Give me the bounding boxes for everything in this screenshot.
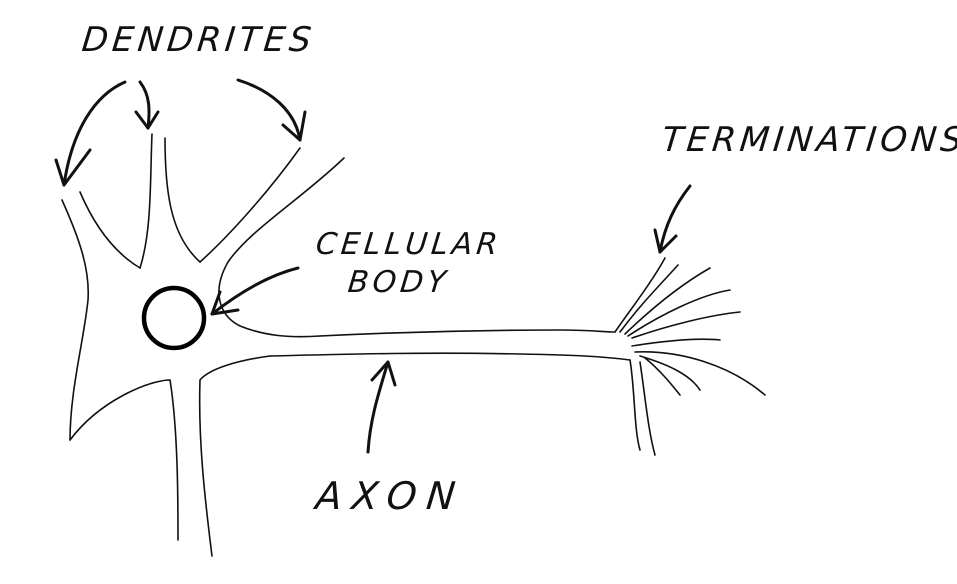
dendrite-left-inner	[79, 191, 141, 269]
arrows	[54, 78, 692, 454]
termination-branch-11	[644, 357, 681, 396]
terminations-shape	[614, 257, 766, 456]
cellular-body-label-line2: BODY	[346, 265, 452, 300]
dendrite-left-outer	[61, 199, 90, 441]
cellular-body-arrowhead	[210, 290, 240, 316]
lower-process-left	[69, 379, 179, 541]
axon-arrow	[366, 360, 390, 454]
dendrite-middle-right	[164, 137, 201, 263]
dendrite-arrowhead-right	[281, 110, 307, 142]
dendrite-right-upper	[199, 147, 301, 263]
dendrite-arrowhead-middle	[134, 110, 160, 130]
termination-branch-8	[639, 355, 701, 391]
axon-label: AXON	[313, 474, 468, 518]
lower-process-right	[198, 355, 271, 557]
termination-branch-6	[631, 338, 721, 347]
termination-branch-5	[631, 311, 741, 339]
termination-branch-7	[634, 351, 766, 396]
axon-shape	[269, 329, 631, 361]
terminations-label: TERMINATIONS	[659, 120, 957, 160]
axon-arrowhead	[370, 360, 397, 387]
termination-branch-1	[614, 257, 666, 333]
dendrite-arrow-middle	[138, 80, 151, 130]
dendrite-right-lower	[227, 157, 345, 263]
axon-top-edge	[319, 329, 616, 337]
terminations-arrow	[658, 184, 692, 254]
body-right-edge	[218, 261, 321, 338]
termination-branch-2	[619, 264, 679, 333]
dendrite-arrow-right	[236, 78, 302, 142]
cell-body-outline	[61, 133, 345, 557]
nucleus-circle	[141, 285, 207, 351]
terminations-arrowhead	[653, 228, 678, 254]
axon-bottom-edge	[269, 352, 631, 361]
cellular-body-arrow	[210, 266, 300, 316]
termination-branch-9	[629, 359, 641, 451]
dendrites-label: DENDRITES	[79, 20, 317, 60]
dendrite-middle-left	[139, 133, 153, 269]
dendrite-arrowhead-left	[54, 148, 92, 187]
termination-branch-10	[639, 361, 656, 456]
cellular-body-label-line1: CELLULAR	[314, 227, 504, 262]
termination-branch-3	[624, 267, 711, 335]
dendrite-arrow-left	[62, 80, 127, 187]
termination-branch-4	[627, 289, 731, 337]
